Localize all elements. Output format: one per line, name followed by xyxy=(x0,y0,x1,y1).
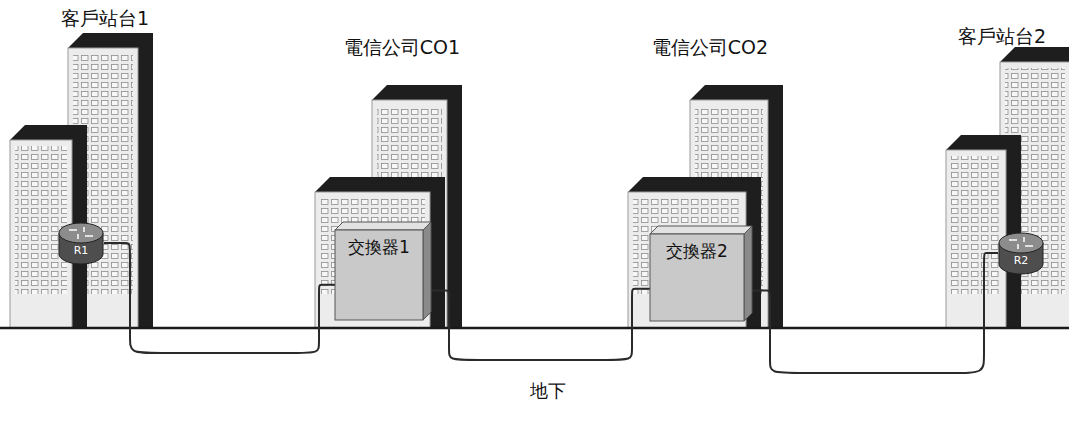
building-shadow xyxy=(628,177,761,328)
switch-name: 交換器1 xyxy=(335,222,423,258)
switch-box: 交換器2 xyxy=(650,226,752,321)
router-icon: R1 xyxy=(58,221,104,265)
switch-outline xyxy=(650,226,752,321)
building xyxy=(946,47,1069,328)
telecom-office: 電信公司CO1 交換器1 xyxy=(307,35,497,328)
customer-site: 客戶站台2R2 xyxy=(940,24,1064,328)
customer-site: 客戶站台1R1 xyxy=(5,6,205,328)
cable xyxy=(104,243,335,353)
building-windows xyxy=(951,156,1001,294)
router-outline xyxy=(998,231,1044,275)
site-heading: 電信公司CO1 xyxy=(307,35,497,59)
site-heading: 客戶站台2 xyxy=(940,24,1064,48)
ground-line xyxy=(0,327,1069,330)
router-name: R2 xyxy=(998,231,1044,267)
cable xyxy=(752,253,998,373)
cable xyxy=(431,289,650,360)
telecom-office: 電信公司CO2 交換器2 xyxy=(615,35,805,328)
router-outline xyxy=(58,221,104,265)
router-icon: R2 xyxy=(998,231,1044,275)
switch-outline xyxy=(335,222,431,320)
building xyxy=(10,33,153,328)
building-face xyxy=(946,150,1006,328)
building-shadow xyxy=(315,177,445,328)
building-windows xyxy=(15,146,67,294)
switch-box: 交換器1 xyxy=(335,222,431,320)
router-name: R1 xyxy=(58,221,104,257)
building-face xyxy=(628,192,746,328)
underground-label: 地下 xyxy=(527,380,569,402)
switch-name: 交換器2 xyxy=(650,226,744,262)
site-heading: 電信公司CO2 xyxy=(615,35,805,59)
building-face xyxy=(315,192,430,328)
site-heading: 客戶站台1 xyxy=(5,6,205,30)
